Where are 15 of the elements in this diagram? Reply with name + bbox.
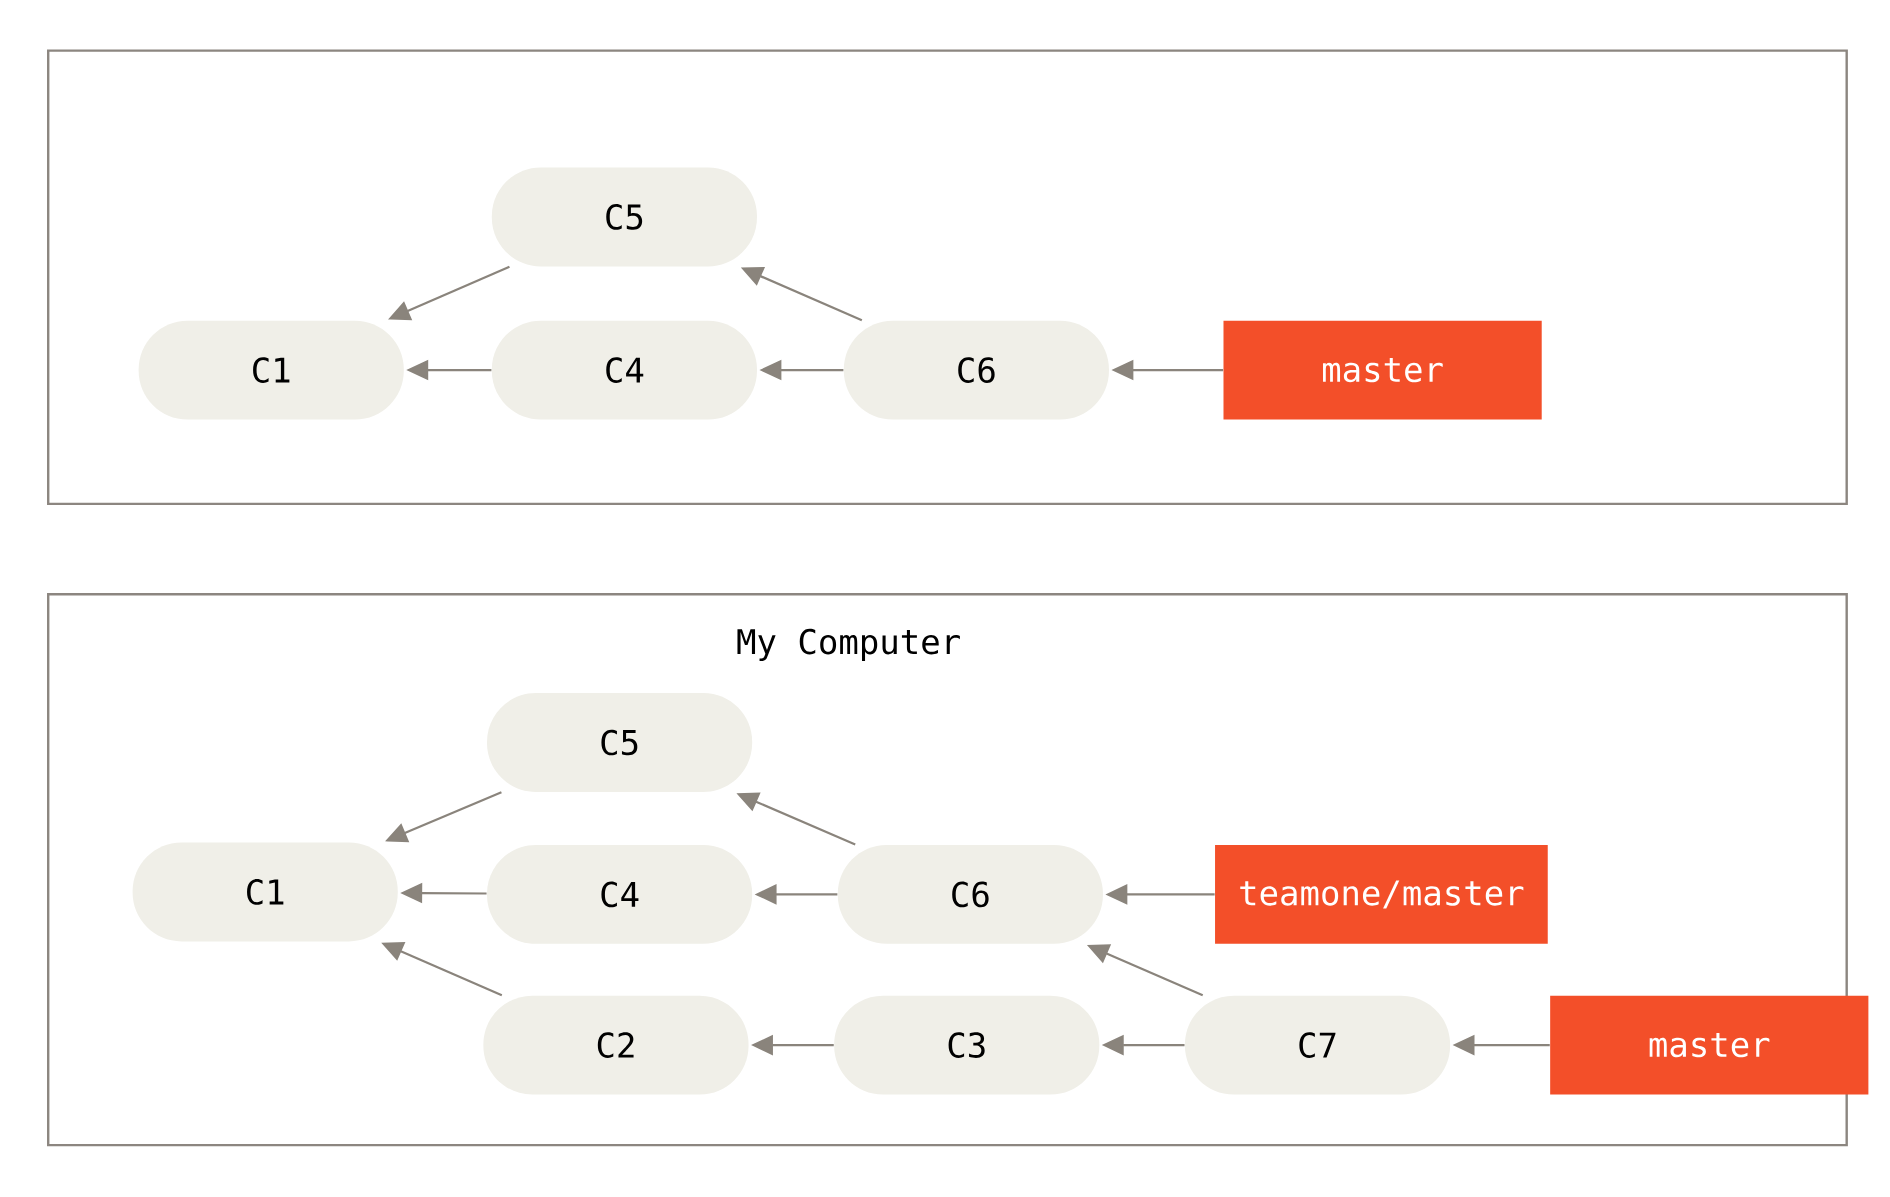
commit-node: C2	[483, 995, 749, 1095]
branch-label: master	[1550, 995, 1869, 1095]
commit-node: C5	[491, 167, 757, 267]
commit-node: C4	[491, 320, 757, 420]
commit-node: C1	[132, 842, 398, 942]
branch-label: master	[1223, 320, 1542, 420]
commit-node: C7	[1184, 995, 1451, 1095]
commit-node: C6	[843, 320, 1109, 420]
commit-node: C3	[834, 995, 1100, 1095]
commit-node: C5	[487, 693, 753, 792]
commit-node: C1	[138, 320, 404, 420]
branch-label: teamone/master	[1215, 845, 1548, 944]
commit-node: C4	[487, 845, 753, 944]
container-box	[47, 49, 1848, 506]
commit-node: C6	[837, 845, 1103, 944]
